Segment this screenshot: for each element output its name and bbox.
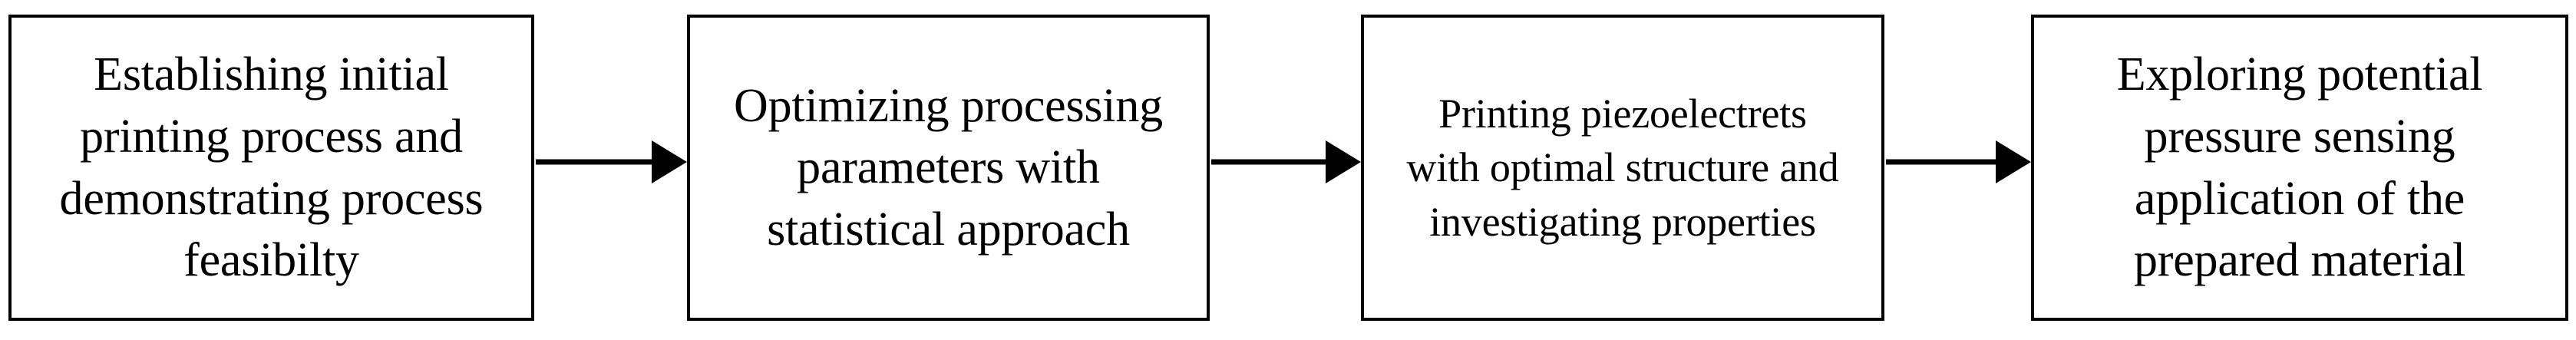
flow-node-1-label: Establishing initial printing process an… <box>59 48 484 287</box>
edge-1-arrowhead-icon <box>652 140 687 183</box>
edge-1-shaft <box>536 159 653 165</box>
flow-node-2-label: Optimizing processing parameters with st… <box>734 79 1163 256</box>
edge-3-shaft <box>1886 159 1997 165</box>
flow-node-3-label: Printing piezoelectrets with optimal str… <box>1406 91 1839 245</box>
edge-2-arrowhead-icon <box>1326 140 1361 183</box>
flow-node-establishing-initial-printing-process[interactable]: Establishing initial printing process an… <box>8 15 534 321</box>
edge-2-shaft <box>1211 159 1327 165</box>
flow-node-exploring-pressure-sensing-application[interactable]: Exploring potential pressure sensing app… <box>2031 15 2568 321</box>
edge-3-arrowhead-icon <box>1996 140 2031 183</box>
flow-node-optimizing-processing-parameters[interactable]: Optimizing processing parameters with st… <box>687 15 1210 321</box>
flow-node-printing-piezoelectrets[interactable]: Printing piezoelectrets with optimal str… <box>1361 15 1884 321</box>
flow-node-4-label: Exploring potential pressure sensing app… <box>2116 48 2483 287</box>
